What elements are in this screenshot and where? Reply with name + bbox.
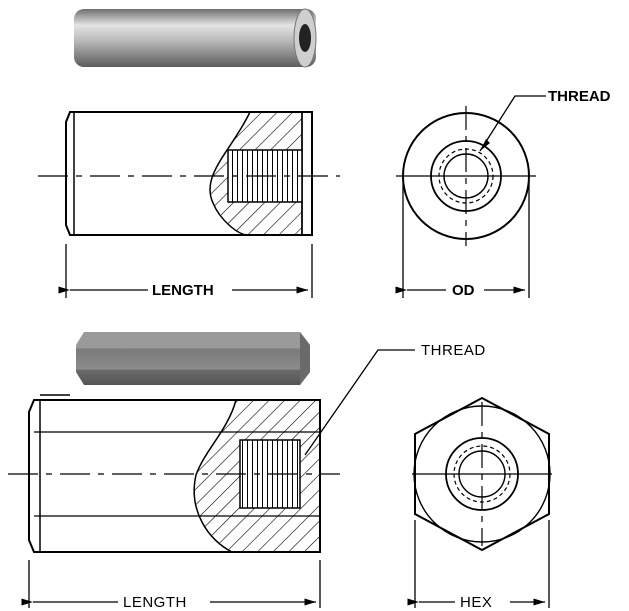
round-standoff: THREAD LENGTH OD bbox=[38, 8, 611, 299]
hex-label: HEX bbox=[460, 594, 492, 611]
round-length-label: LENGTH bbox=[152, 282, 214, 299]
round-od-dimension bbox=[395, 180, 530, 298]
round-length-dimension bbox=[58, 244, 313, 298]
hex-across-flats-dimension bbox=[407, 520, 550, 608]
round-end-view bbox=[396, 95, 546, 246]
round-standoff-photo bbox=[74, 8, 317, 68]
hex-standoff: THREAD LENGTH HEX bbox=[8, 332, 552, 611]
hex-end-view bbox=[412, 396, 552, 552]
hex-standoff-photo bbox=[76, 332, 310, 385]
round-thread-label: THREAD bbox=[548, 88, 611, 105]
hex-side-view bbox=[8, 349, 415, 553]
hex-length-label: LENGTH bbox=[123, 594, 187, 611]
round-side-view bbox=[38, 111, 340, 236]
round-od-label: OD bbox=[452, 282, 475, 299]
hex-length-dimension bbox=[21, 560, 321, 608]
hex-thread-label: THREAD bbox=[421, 342, 486, 359]
